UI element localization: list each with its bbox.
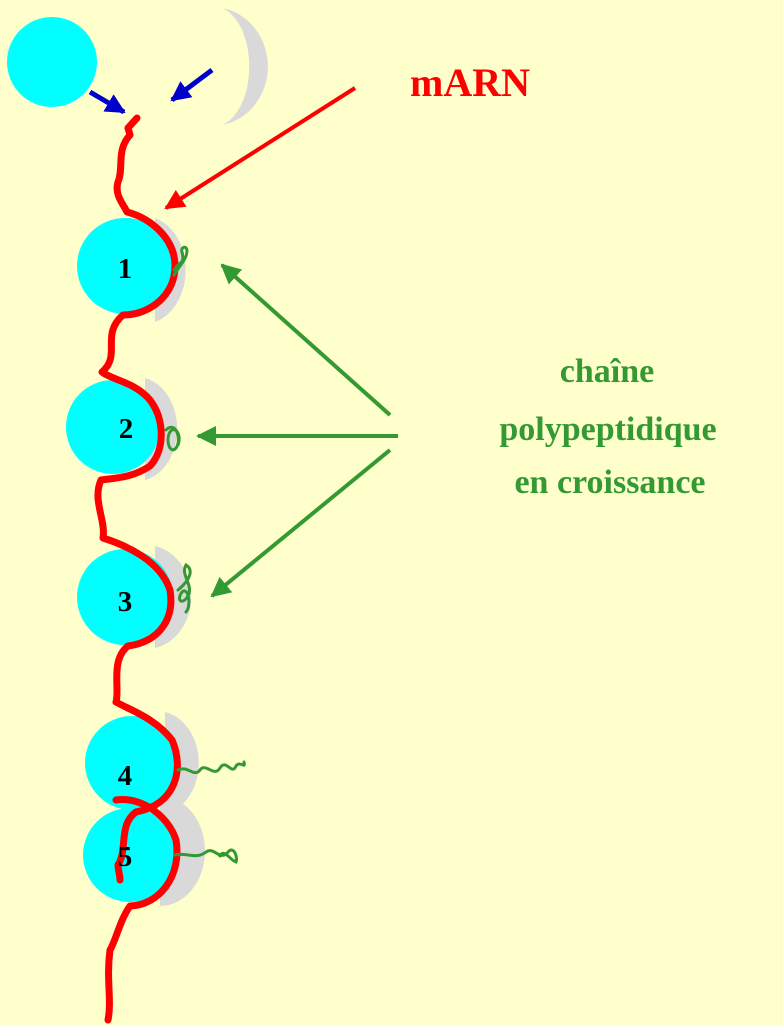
chain-4 (176, 760, 246, 775)
large-subunit-5 (83, 808, 177, 902)
blue-pointer-right (170, 68, 214, 102)
ribosome-number-5: 5 (118, 841, 133, 873)
large-subunit-4 (85, 716, 179, 810)
chain-arrow-3 (210, 448, 392, 598)
mrna-strand (94, 114, 181, 1024)
chain-label-line1: chaîne (560, 353, 654, 390)
large-subunit-1 (77, 218, 173, 314)
ribosome-number-4: 4 (118, 760, 133, 792)
chain-3 (176, 562, 192, 614)
mrna-label: mARN (410, 60, 530, 105)
chain-5 (173, 848, 238, 864)
large-subunit-3 (77, 549, 173, 645)
chain-label-line2: polypeptidique (499, 411, 716, 448)
chain-arrow-1 (220, 263, 392, 417)
free-large-subunit (7, 17, 97, 107)
mrna-arrow (164, 86, 357, 210)
chain-2 (164, 425, 181, 452)
chain-1 (172, 245, 189, 277)
large-subunit-2 (66, 380, 160, 474)
chain-arrows (196, 263, 398, 598)
ribosome-numbers: 1 2 3 4 5 (118, 253, 134, 873)
chain-label-line3: en croissance (514, 464, 705, 501)
ribosome-number-1: 1 (118, 253, 133, 285)
polypeptide-chains (164, 245, 246, 864)
ribosome-number-3: 3 (118, 586, 133, 618)
free-small-subunit (222, 8, 269, 125)
large-subunits (66, 218, 179, 902)
blue-pointer-left (88, 89, 126, 115)
ribosome-number-2: 2 (119, 413, 134, 445)
chain-label: chaîne polypeptidique en croissance (499, 353, 716, 501)
